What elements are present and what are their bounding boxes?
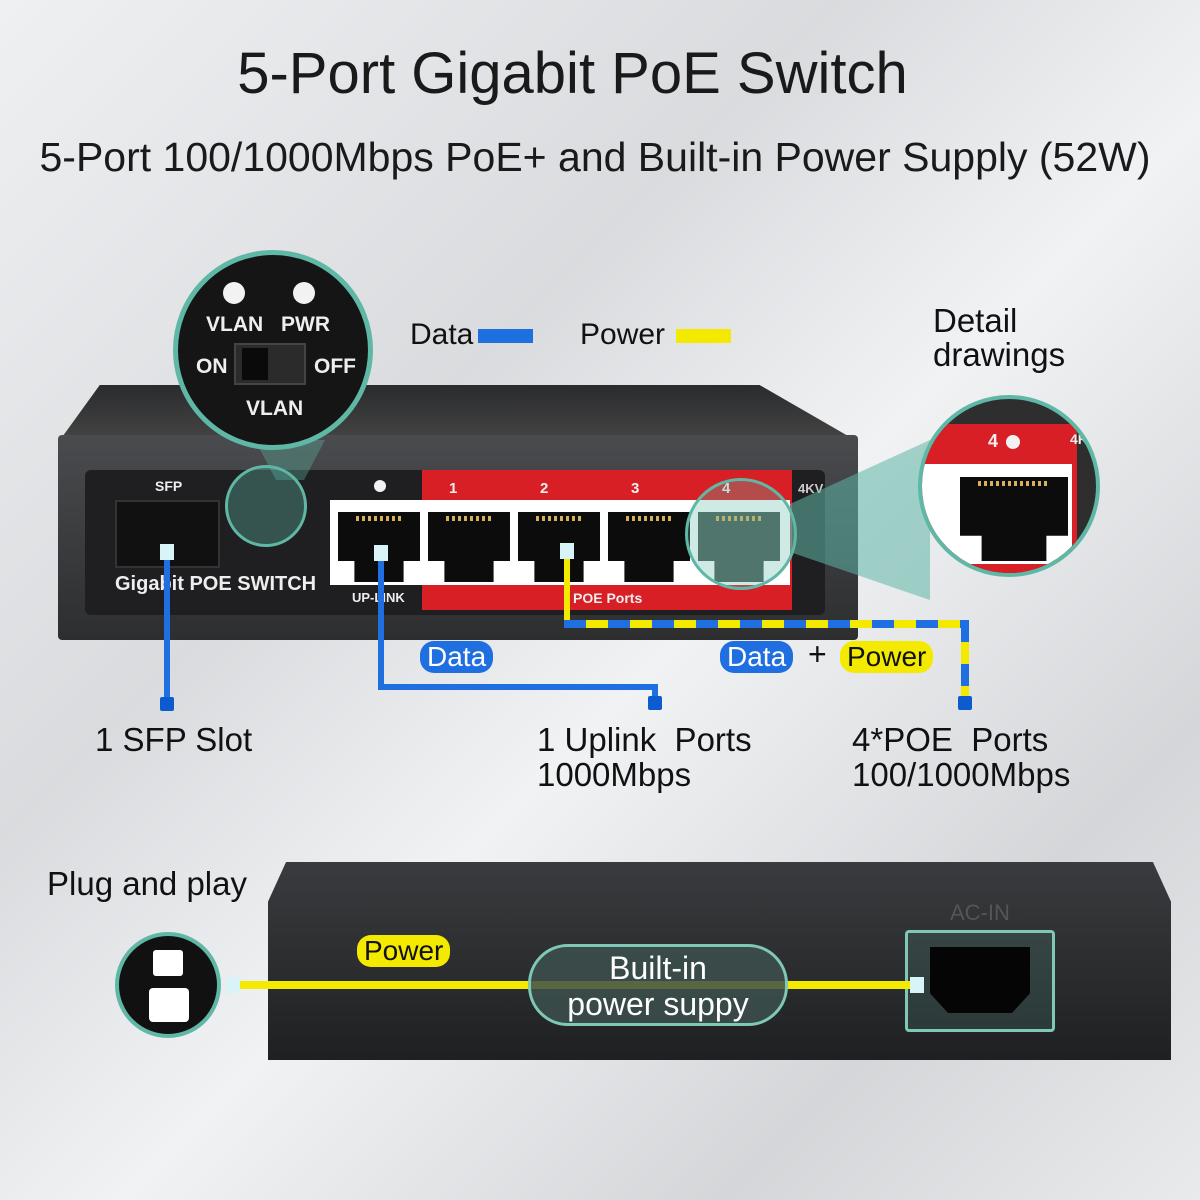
poe-ports-callout: 4*POE Ports bbox=[852, 721, 1049, 758]
detail-port-label: 4 bbox=[988, 431, 999, 451]
plug-icon bbox=[115, 932, 221, 1038]
uplink-line-cap bbox=[374, 545, 388, 561]
legend-data-swatch bbox=[478, 329, 533, 343]
plus-sign: + bbox=[808, 636, 827, 672]
uplink-ports-label: 1 Uplink Ports bbox=[537, 721, 752, 758]
builtin-line2: power suppy bbox=[567, 986, 749, 1022]
builtin-power-supply-badge: Built-in power suppy bbox=[528, 944, 788, 1026]
vlan-led bbox=[223, 282, 245, 304]
data-pill: Data bbox=[420, 641, 494, 673]
detail-led bbox=[1006, 435, 1020, 449]
poe-speed-label: 100/1000Mbps bbox=[852, 756, 1071, 793]
on-label: ON bbox=[196, 355, 228, 378]
port-1-label: 1 bbox=[449, 480, 458, 497]
ac-socket bbox=[930, 947, 1030, 1013]
back-power-pill: Power bbox=[357, 935, 451, 967]
off-label: OFF bbox=[314, 355, 356, 378]
sfp-dot bbox=[160, 697, 174, 711]
vlan-switch-label: VLAN bbox=[246, 397, 304, 420]
poe-line-cap bbox=[560, 543, 574, 559]
uplink-line bbox=[378, 555, 384, 690]
poe-ports-label: POE Ports bbox=[573, 590, 643, 606]
legend-data-label: Data bbox=[410, 318, 474, 351]
switch-top bbox=[60, 385, 855, 440]
uplink-speed-label: 1000Mbps bbox=[537, 756, 692, 793]
plug-and-play-label: Plug and play bbox=[47, 865, 247, 902]
pwr-led-label: PWR bbox=[281, 313, 330, 336]
uplink-line-h bbox=[378, 684, 658, 690]
poe-dot bbox=[958, 696, 972, 710]
uplink-led bbox=[374, 480, 386, 492]
poe-line-h bbox=[564, 620, 969, 628]
detail-inset: 4 4KV bbox=[918, 395, 1100, 577]
uplink-line-v bbox=[652, 684, 658, 700]
detail-surge: 4KV bbox=[1070, 431, 1098, 447]
sfp-slot-label: 1 SFP Slot bbox=[95, 721, 253, 758]
power-line-cap-left bbox=[226, 977, 240, 993]
ac-socket-highlight bbox=[905, 930, 1055, 1032]
uplink-dot bbox=[648, 696, 662, 710]
power-pill: Power bbox=[840, 641, 934, 673]
subtitle: 5-Port 100/1000Mbps PoE+ and Built-in Po… bbox=[39, 134, 1151, 180]
sfp-line-cap bbox=[160, 544, 174, 560]
poe-line-v bbox=[961, 620, 969, 698]
builtin-line1: Built-in bbox=[609, 950, 707, 986]
sfp-line bbox=[164, 552, 170, 702]
data-pill-poe: Data bbox=[720, 641, 794, 673]
vlan-switch bbox=[234, 343, 306, 385]
port-3-label: 3 bbox=[631, 480, 640, 497]
port-2-label: 2 bbox=[540, 480, 549, 497]
pwr-led bbox=[293, 282, 315, 304]
vlan-led-label: VLAN bbox=[206, 313, 264, 336]
legend-power-label: Power bbox=[580, 318, 666, 351]
port-4-highlight bbox=[685, 478, 797, 590]
vlan-pwr-highlight bbox=[225, 465, 307, 547]
sfp-label: SFP bbox=[155, 478, 183, 494]
ac-in-label: AC-IN bbox=[950, 900, 1010, 925]
power-line-cap-right bbox=[910, 977, 924, 993]
detail-drawings-label: Detail drawings bbox=[933, 302, 1066, 373]
brand-label: Gigabit POE SWITCH bbox=[115, 573, 317, 595]
legend-power-swatch bbox=[676, 329, 731, 343]
poe-line bbox=[564, 556, 570, 626]
vlan-zoom-inset: VLAN PWR ON OFF VLAN bbox=[173, 250, 373, 450]
page-title: 5-Port Gigabit PoE Switch bbox=[237, 41, 908, 106]
